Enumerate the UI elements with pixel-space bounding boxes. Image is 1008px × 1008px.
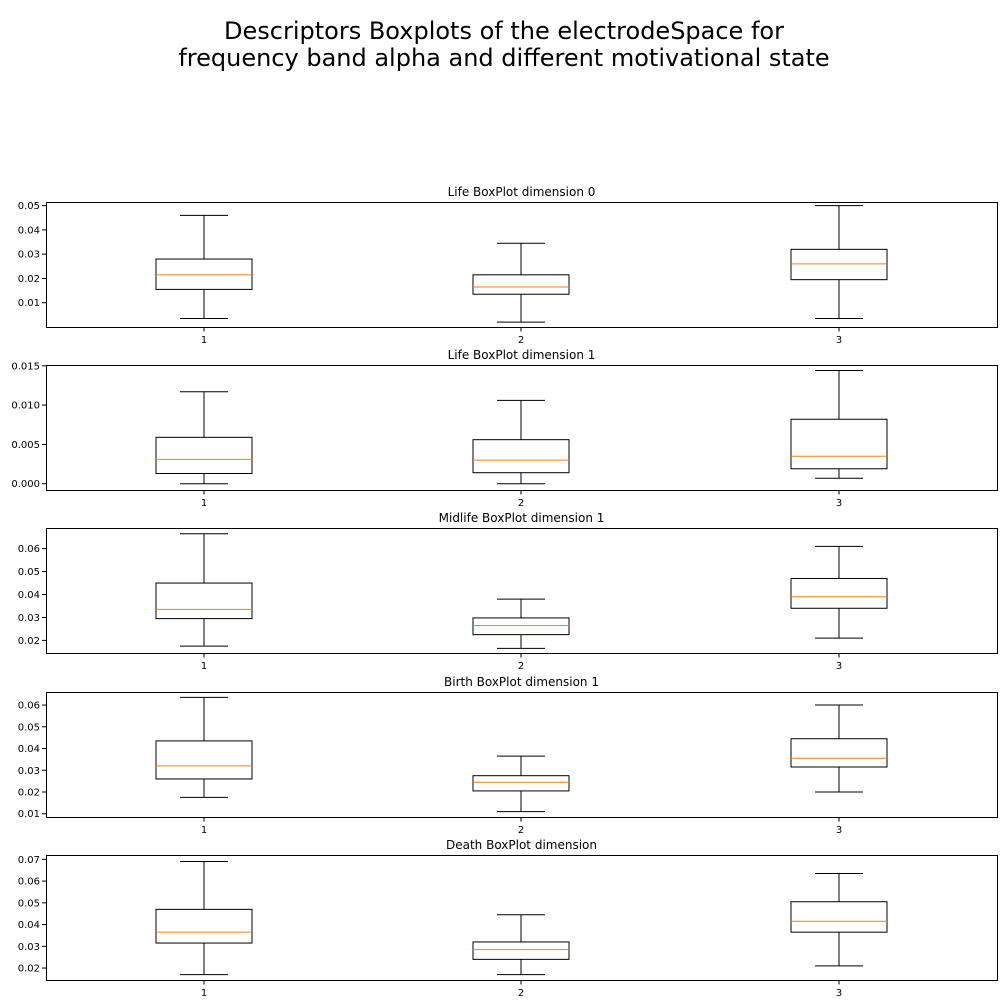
- x-tick-label: 3: [836, 335, 842, 346]
- boxplot-panel-4: Birth BoxPlot dimension 1 0.01 0.02 0.03 0.0…: [18, 675, 998, 836]
- y-tick-label: 0.04: [18, 590, 40, 601]
- panel-title: Midlife BoxPlot dimension 1: [439, 511, 605, 525]
- figure-title-line-2: frequency band alpha and different motiv…: [178, 44, 830, 72]
- axes-frame: [46, 692, 998, 818]
- box-1: [155, 391, 253, 485]
- y-tick-label: 0.04: [18, 225, 40, 236]
- box-iqr: [472, 941, 570, 960]
- y-tick-label: 0.06: [18, 701, 40, 712]
- box-iqr: [155, 908, 253, 944]
- box-3: [790, 704, 888, 793]
- y-tick-label: 0.03: [18, 766, 40, 777]
- y-tick-label: 0.03: [18, 613, 40, 624]
- panel-title: Life BoxPlot dimension 1: [448, 348, 596, 362]
- box-iqr: [472, 439, 570, 474]
- box-iqr: [472, 274, 570, 295]
- y-tick-label: 0.05: [18, 722, 40, 733]
- x-tick-label: 3: [836, 825, 842, 836]
- axes-frame: [46, 202, 998, 328]
- x-tick-label: 1: [201, 661, 207, 672]
- y-tick-label: 0.04: [18, 920, 40, 931]
- panel-title: Life BoxPlot dimension 0: [448, 185, 596, 199]
- y-tick-label: 0.000: [11, 479, 40, 490]
- y-tick-label: 0.05: [18, 898, 40, 909]
- y-tick-label: 0.02: [18, 274, 40, 285]
- x-tick-label: 3: [836, 498, 842, 509]
- box-3: [790, 370, 888, 479]
- box-iqr: [790, 418, 888, 470]
- box-iqr: [155, 740, 253, 780]
- box-iqr: [790, 738, 888, 768]
- panel-title: Birth BoxPlot dimension 1: [444, 675, 599, 689]
- box-2: [472, 242, 570, 323]
- box-2: [472, 598, 570, 649]
- box-1: [155, 214, 253, 320]
- box-iqr: [472, 775, 570, 792]
- x-tick-label: 2: [518, 661, 524, 672]
- box-iqr: [472, 617, 570, 636]
- y-tick-label: 0.05: [18, 201, 40, 212]
- box-2: [472, 914, 570, 976]
- y-tick-label: 0.06: [18, 544, 40, 555]
- box-3: [790, 872, 888, 967]
- box-2: [472, 755, 570, 813]
- box-2: [472, 399, 570, 485]
- y-tick-label: 0.05: [18, 567, 40, 578]
- box-1: [155, 861, 253, 976]
- y-tick-label: 0.015: [11, 361, 40, 372]
- boxplot-panel-3: Midlife BoxPlot dimension 1 0.02 0.03 0.04 0…: [18, 511, 998, 672]
- axes-frame: [46, 365, 998, 491]
- box-3: [790, 545, 888, 639]
- x-tick-label: 1: [201, 988, 207, 999]
- box-iqr: [155, 258, 253, 290]
- box-iqr: [155, 436, 253, 474]
- axes-frame: [46, 855, 998, 981]
- figure-title-line-1: Descriptors Boxplots of the electrodeSpa…: [224, 17, 784, 45]
- y-tick-label: 0.04: [18, 744, 40, 755]
- boxplot-panel-1: Life BoxPlot dimension 0 0.01 0.02 0.03 0.04…: [18, 185, 998, 346]
- x-tick-label: 2: [518, 825, 524, 836]
- y-tick-label: 0.010: [11, 401, 40, 412]
- box-iqr: [790, 901, 888, 933]
- box-iqr: [155, 582, 253, 620]
- y-tick-label: 0.02: [18, 636, 40, 647]
- y-tick-label: 0.06: [18, 877, 40, 888]
- axes-frame: [46, 528, 998, 654]
- box-3: [790, 205, 888, 320]
- box-iqr: [790, 248, 888, 281]
- x-tick-label: 1: [201, 825, 207, 836]
- y-tick-label: 0.005: [11, 440, 40, 451]
- box-iqr: [790, 577, 888, 609]
- box-1: [155, 696, 253, 798]
- y-tick-label: 0.03: [18, 250, 40, 261]
- y-tick-label: 0.03: [18, 942, 40, 953]
- x-tick-label: 3: [836, 988, 842, 999]
- y-tick-label: 0.01: [18, 809, 40, 820]
- panel-title: Death BoxPlot dimension: [446, 838, 597, 852]
- x-tick-label: 2: [518, 988, 524, 999]
- x-tick-label: 3: [836, 661, 842, 672]
- x-tick-label: 1: [201, 335, 207, 346]
- y-tick-label: 0.01: [18, 298, 40, 309]
- x-tick-label: 2: [518, 335, 524, 346]
- y-tick-label: 0.02: [18, 788, 40, 799]
- x-tick-label: 1: [201, 498, 207, 509]
- y-tick-label: 0.07: [18, 855, 40, 866]
- boxplot-panel-5: Death BoxPlot dimension 0.02 0.03 0.04 0.05 0…: [18, 838, 998, 999]
- box-1: [155, 533, 253, 647]
- x-tick-label: 2: [518, 498, 524, 509]
- y-tick-label: 0.02: [18, 964, 40, 975]
- boxplot-panel-2: Life BoxPlot dimension 1 0.000 0.005 0.010 0…: [11, 348, 998, 509]
